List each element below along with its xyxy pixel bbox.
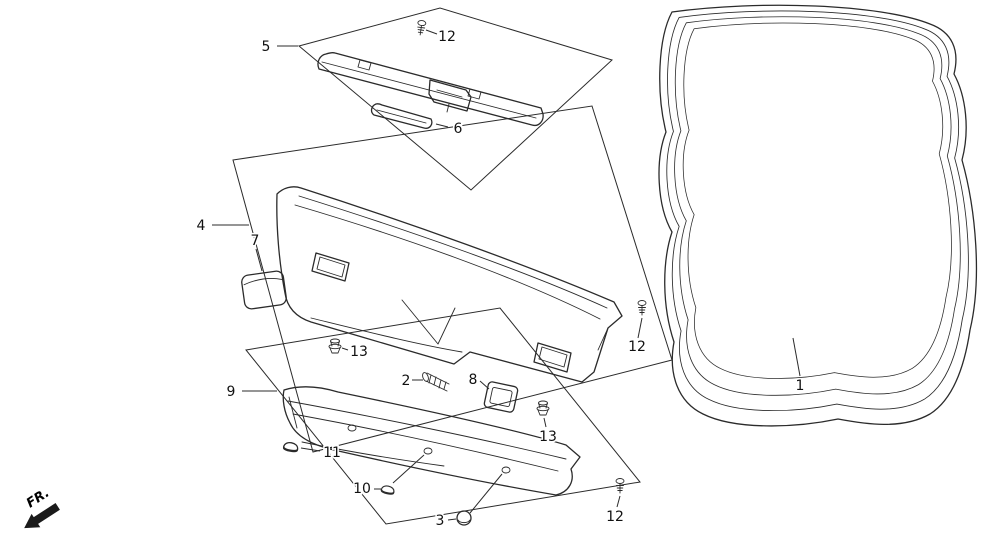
callout-8: 8 [469,372,478,388]
callout-12-bottom: 12 [606,509,624,525]
fr-label: FR. [24,486,52,512]
lining-bottom-contour [310,317,463,353]
lid-outline [241,270,287,310]
garnish-bracket-detail [436,89,463,113]
clip-plate-inner [489,387,513,407]
garnish-clip-seat-right [467,88,482,100]
lining-v-crease [401,299,456,345]
leader-12-right [637,317,643,339]
clip-plate [483,381,519,413]
trim-clip-12-top [415,19,427,36]
leader-12-bottom [616,495,621,508]
upper-garnish-group-box [297,7,613,191]
end-cap-11 [282,440,300,454]
leader-13-lower [543,417,547,428]
callout-12-top: 12 [438,29,456,45]
lining-cutout-left [311,252,350,282]
seal-loop-2 [666,10,969,412]
fr-direction-marker: FR. [24,486,60,529]
lower-panel-contour-3 [301,441,445,467]
callout-3: 3 [436,513,445,529]
lid-inner-line [243,277,283,286]
leader-6 [435,123,449,128]
end-piece-outline [370,103,433,129]
lining-cutout-left-inner [316,256,346,278]
garnish-clip-seat-left [357,59,372,71]
tailgate-lining-group-box [232,105,673,453]
callout-9: 9 [227,384,236,400]
garnish-end-piece [370,103,433,129]
plug3-to-hole-line [469,473,503,514]
leader-13-upper [341,347,349,351]
lower-panel-outline [282,386,581,496]
round-plug-3 [456,510,472,526]
lower-panel-contour-1 [287,400,567,460]
lower-panel-hole-1 [347,424,357,432]
callout-5: 5 [262,39,271,55]
callout-13-lower: 13 [539,429,557,445]
callout-2: 2 [402,373,411,389]
end-piece-inner-line [376,109,427,124]
access-lid [241,270,287,310]
leader-3 [447,518,457,521]
tailgate-lining-panel [276,186,623,383]
lining-flange-line-2 [294,204,601,320]
lining-flange-line-1 [298,195,608,309]
cap10-to-hole-line [392,454,425,484]
clip-plate-outline [483,381,519,413]
leader-7 [255,248,263,272]
seal-loop-4 [682,22,952,379]
leader-1 [792,337,801,377]
lower-panel-hole-3 [501,466,511,474]
callout-7: 7 [251,233,260,249]
lining-cutout-right [533,342,572,373]
lower-trim-panel [282,386,581,496]
screw-fastener [422,372,450,392]
grommet-13-upper [328,338,342,354]
fr-arrow-icon [24,503,60,529]
plug-outline [456,510,472,526]
screw-threads [428,374,447,390]
lining-right-step [597,327,609,351]
garnish-outline [317,51,544,127]
callout-12-right: 12 [628,339,646,355]
plug-rim [457,519,471,524]
leader-8 [479,380,490,390]
trim-clip-12-bottom [615,478,625,494]
cap-10 [380,484,396,496]
seal-loop-3 [674,16,961,396]
leader-12-top [425,29,438,35]
callout-11: 11 [323,445,341,461]
lower-panel-end-line [288,396,298,429]
lower-panel-group-box [245,307,641,525]
garnish-center-bracket [428,79,472,112]
lower-panel-hole-2 [423,447,433,455]
lower-panel-contour-2 [292,413,559,472]
callout-10: 10 [353,481,371,497]
callout-13-upper: 13 [350,344,368,360]
grommet-13-lower [536,400,550,416]
leader-11 [300,447,321,452]
lining-cutout-right-inner [538,346,568,368]
upper-garnish-strip [317,51,544,127]
callout-1: 1 [796,378,805,394]
callout-6: 6 [454,121,463,137]
tailgate-weatherstrip [658,4,978,427]
trim-clip-12-right [637,300,647,316]
callout-4: 4 [197,218,206,234]
seal-outer-loop [658,4,978,427]
